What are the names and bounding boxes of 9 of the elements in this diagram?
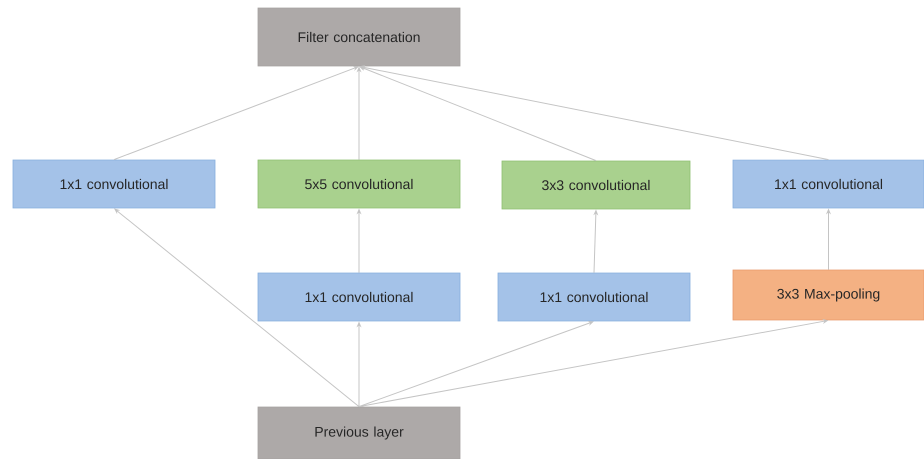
layer-box: 1x1 convolutional [258,272,460,322]
layer-box: 1x1 convolutional [732,160,924,208]
layer-box: Previous layer [258,406,460,459]
layer-box: 3x3 Max-pooling [732,270,924,320]
layer-box: 1x1 convolutional [12,160,216,208]
layer-box: 5x5 convolutional [258,160,460,208]
layer-box: Filter concatenation [258,8,460,66]
layer-box: 3x3 convolutional [502,160,690,210]
layer-box: 1x1 convolutional [498,272,690,322]
